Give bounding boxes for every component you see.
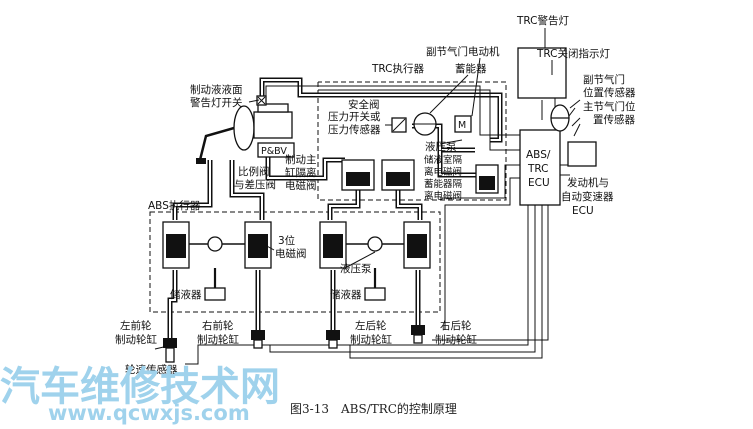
label-accumulator: 蓄能器 [455,62,487,75]
master-cylinder [253,111,293,139]
label-master-cyl-valve-2: 缸隔离 [285,166,317,179]
ecu-group [517,47,597,206]
hydraulic-lines [167,77,503,340]
pbv-label: P&BV [261,146,287,157]
engine-ecu [567,141,597,167]
reservoir-left [204,287,226,301]
label-reservoir-valve-2: 离电磁阀 [424,166,462,178]
label-fr-wheel-1: 右前轮 [202,319,234,332]
figure-caption: 图3-13 ABS/TRC的控制原理 [290,401,457,416]
label-wheel-speed-sensor: 轮速传感器 [125,363,178,376]
reservoir-right [364,287,386,301]
watermark-url: www.qcwxjs.com [48,401,250,425]
label-rl-wheel-2: 制动轮缸 [350,333,392,346]
wheel-cylinder-fl [163,338,177,348]
label-fluid-switch-2: 警告灯开关 [190,96,243,109]
wheel-cylinders [163,325,425,363]
label-reservoir-left: 储液器 [170,288,202,301]
label-engine-ecu-3: ECU [572,205,594,217]
label-ecu-1: ABS/ [526,149,551,161]
labels: TRC警告灯 TRC关闭指示灯 副节气门电动机 蓄能器 TRC执行器 制动液液面… [115,14,636,376]
label-trc-warning-lamp: TRC警告灯 [516,14,570,27]
label-trc-actuator: TRC执行器 [371,62,425,75]
label-three-pos-valve-2: 电磁阀 [275,247,307,260]
label-safety-valve-1: 安全阀 [348,98,380,111]
brake-booster [233,105,255,151]
wheel-cylinder-fr [251,330,265,340]
watermark-name: 汽车维修技术网 [0,364,280,410]
master-cylinder-group: P&BV [196,95,295,164]
label-rr-wheel-2: 制动轮缸 [435,333,477,346]
svg-text:M: M [458,120,466,131]
label-safety-valve-3: 压力传感器 [328,123,381,136]
label-engine-ecu-1: 发动机与 [567,176,609,189]
trc-warning-lamp [517,47,567,99]
wheel-cylinder-rr [411,325,425,335]
trc-actuator-components: M [341,112,499,194]
label-main-throttle-sensor-1: 主节气门位 [583,100,636,113]
label-abs-pump: 液压泵 [340,262,372,275]
abs-pump-front [207,236,223,252]
label-proportioning-valve-2: 与差压阀 [234,178,276,191]
trc-pump-motor [454,115,472,133]
abs-trc-ecu [519,129,561,206]
brake-pedal [198,126,235,161]
label-sub-throttle-sensor-2: 位置传感器 [583,86,636,99]
label-three-pos-valve-1: 3位 [278,234,296,247]
abs-actuator-components [162,221,431,301]
label-fl-wheel-2: 制动轮缸 [115,333,157,346]
abs-actuator-boundary [149,211,441,313]
label-master-cyl-valve-3: 电磁阀 [285,179,317,192]
label-sub-throttle-motor: 副节气门电动机 [426,45,500,58]
label-ecu-3: ECU [528,177,550,189]
label-ecu-2: TRC [527,163,549,175]
leader-lines [154,28,581,350]
label-trc-pump: 液压泵 [425,140,457,153]
label-reservoir-valve-1: 储液室隔 [424,154,463,166]
label-accum-valve-1: 蓄能器隔 [424,178,463,190]
label-sub-throttle-sensor-1: 副节气门 [583,73,625,86]
label-accum-valve-2: 离电磁阀 [424,190,462,202]
label-main-throttle-sensor-2: 置传感器 [593,113,635,126]
label-engine-ecu-2: 自动变速器 [561,190,614,203]
abs-pump-rear [367,236,383,252]
label-trc-off-lamp: TRC关闭指示灯 [536,47,611,60]
pbv-valve [257,142,295,158]
label-fr-wheel-2: 制动轮缸 [197,333,239,346]
label-fl-wheel-1: 左前轮 [120,319,152,332]
wheel-cylinder-rl [326,330,340,340]
label-safety-valve-2: 压力开关或 [328,110,381,123]
label-proportioning-valve-1: 比例阀 [238,165,270,178]
label-reservoir-right: 储液器 [330,288,362,301]
label-rl-wheel-1: 左后轮 [355,319,387,332]
label-rr-wheel-1: 右后轮 [440,319,472,332]
label-abs-actuator: ABS执行器 [148,199,201,212]
label-fluid-switch-1: 制动液液面 [190,83,243,96]
label-master-cyl-valve-1: 制动主 [285,153,317,166]
